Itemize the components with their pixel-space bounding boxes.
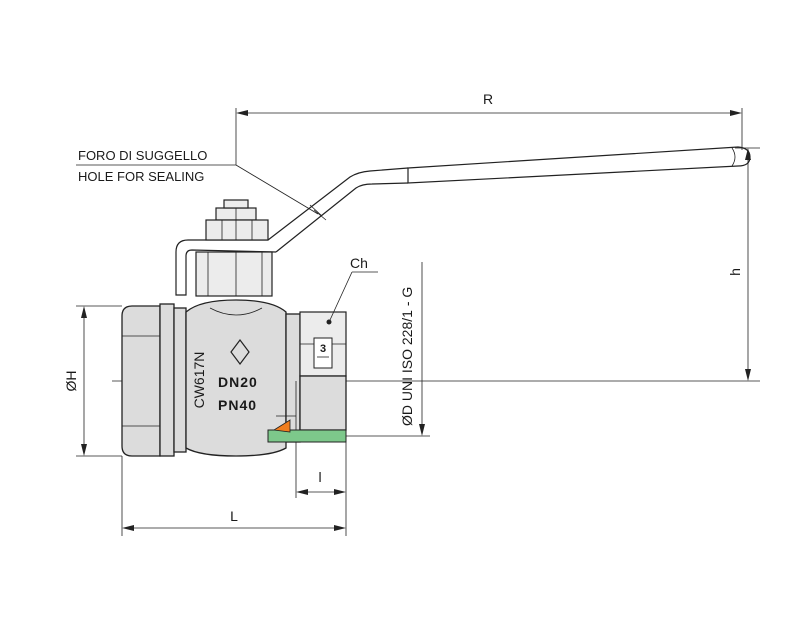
right-end-fitting: 3: [267, 311, 347, 443]
orange-seal-ring: [272, 419, 291, 433]
dim-H-label: ØH: [63, 371, 79, 392]
nominal-diameter-marking: DN20: [218, 374, 258, 390]
diamond-mark-icon: [230, 339, 250, 365]
dim-L-label: L: [230, 508, 238, 524]
sealing-label-english: HOLE FOR SEALING: [78, 169, 204, 184]
material-marking: CW617N: [191, 352, 207, 409]
green-seal-band: [267, 429, 347, 443]
dimension-l: l: [295, 442, 347, 536]
sealing-hole-callout: FORO DI SUGGELLO HOLE FOR SEALING: [76, 148, 319, 215]
dimension-D: ØD UNI ISO 228/1 - G: [346, 262, 430, 437]
sealing-label-italian: FORO DI SUGGELLO: [78, 148, 207, 163]
sealing-point-icon: [326, 319, 332, 325]
dim-h-label: h: [727, 268, 743, 276]
dim-D-label: ØD UNI ISO 228/1 - G: [399, 287, 415, 426]
dimension-Ch: Ch: [329, 255, 378, 321]
dimension-h: h: [727, 147, 760, 381]
stem-nut: [195, 199, 273, 297]
dim-l-label: l: [318, 469, 321, 485]
dimension-R: R: [235, 91, 743, 165]
dim-Ch-label: Ch: [350, 255, 368, 271]
lever-handle: [175, 146, 751, 296]
left-end-fitting: [121, 303, 187, 457]
pressure-rating-marking: PN40: [218, 397, 257, 413]
valve-body: CW617N DN20 PN40: [185, 299, 287, 457]
marking-badge: [313, 337, 333, 369]
dimension-H: ØH: [63, 305, 122, 457]
dim-R-label: R: [483, 91, 493, 107]
marking-badge-text: 3: [320, 343, 326, 355]
dimension-L: L: [121, 456, 346, 536]
